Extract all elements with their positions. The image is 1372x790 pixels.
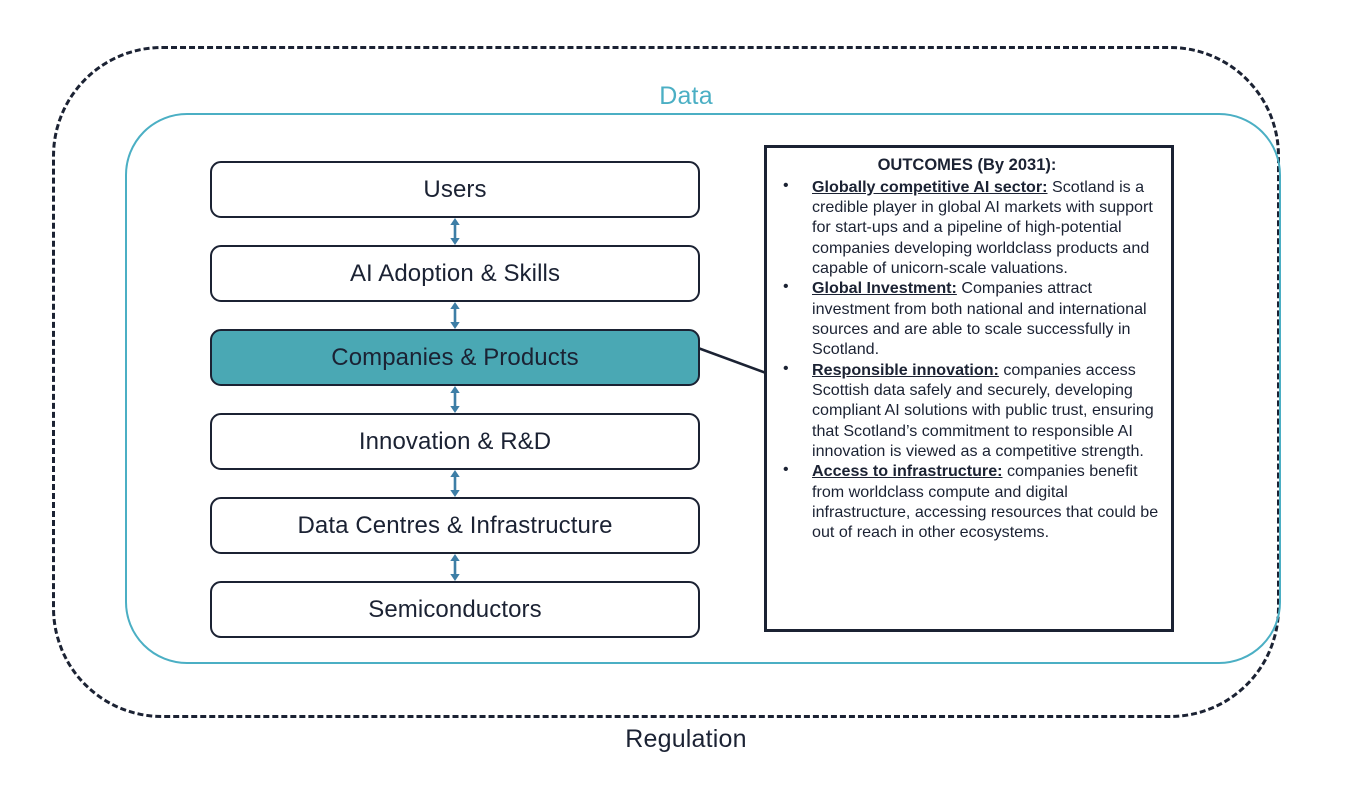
double-headed-vertical-arrow-icon bbox=[446, 386, 464, 413]
outcome-text: companies access Scottish data safely an… bbox=[812, 360, 1154, 461]
layer-box[interactable]: Data Centres & Infrastructure bbox=[210, 497, 700, 554]
double-headed-vertical-arrow-icon bbox=[446, 470, 464, 497]
outcome-term: Access to infrastructure: bbox=[812, 462, 1003, 481]
layer-gap bbox=[210, 302, 700, 329]
double-headed-vertical-arrow-icon bbox=[446, 554, 464, 581]
outcomes-list: Globally competitive AI sector: Scotland… bbox=[773, 176, 1161, 543]
data-boundary-label: Data bbox=[560, 82, 812, 111]
layer-box-label: Users bbox=[423, 175, 487, 203]
layer-box-label: Data Centres & Infrastructure bbox=[297, 511, 613, 539]
layer-box-label: Companies & Products bbox=[331, 343, 579, 371]
outcome-term: Globally competitive AI sector: bbox=[812, 177, 1048, 196]
outcome-text: Companies attract investment from both n… bbox=[812, 279, 1147, 359]
layer-box[interactable]: Users bbox=[210, 161, 700, 218]
layer-gap bbox=[210, 470, 700, 497]
outcome-item: Access to infrastructure: companies bene… bbox=[773, 460, 1161, 542]
layer-box[interactable]: Companies & Products bbox=[210, 329, 700, 386]
outcome-term: Responsible innovation: bbox=[812, 360, 999, 379]
outcome-term: Global Investment: bbox=[812, 279, 957, 298]
double-headed-vertical-arrow-icon bbox=[446, 302, 464, 329]
data-boundary bbox=[125, 113, 1281, 664]
layer-gap bbox=[210, 386, 700, 413]
outcomes-title: OUTCOMES (By 2031): bbox=[877, 156, 1057, 174]
layer-box-label: Innovation & R&D bbox=[358, 427, 552, 455]
layer-box[interactable]: Semiconductors bbox=[210, 581, 700, 638]
layer-gap bbox=[210, 554, 700, 581]
outcome-item: Globally competitive AI sector: Scotland… bbox=[773, 176, 1161, 279]
outcome-item: Responsible innovation: companies access… bbox=[773, 359, 1161, 462]
regulation-boundary-label: Regulation bbox=[625, 725, 747, 753]
regulation-boundary bbox=[52, 46, 1280, 718]
layer-box-label: AI Adoption & Skills bbox=[349, 259, 561, 287]
outcomes-panel: OUTCOMES (By 2031): Globally competitive… bbox=[764, 145, 1174, 632]
outcome-text: companies benefit from worldclass comput… bbox=[812, 462, 1159, 542]
layer-box[interactable]: AI Adoption & Skills bbox=[210, 245, 700, 302]
layer-box-label: Semiconductors bbox=[368, 595, 542, 623]
outcome-text: Scotland is a credible player in global … bbox=[812, 177, 1153, 277]
layer-gap bbox=[210, 218, 700, 245]
layer-box[interactable]: Innovation & R&D bbox=[210, 413, 700, 470]
double-headed-vertical-arrow-icon bbox=[446, 218, 464, 245]
outcome-item: Global Investment: Companies attract inv… bbox=[773, 277, 1161, 359]
